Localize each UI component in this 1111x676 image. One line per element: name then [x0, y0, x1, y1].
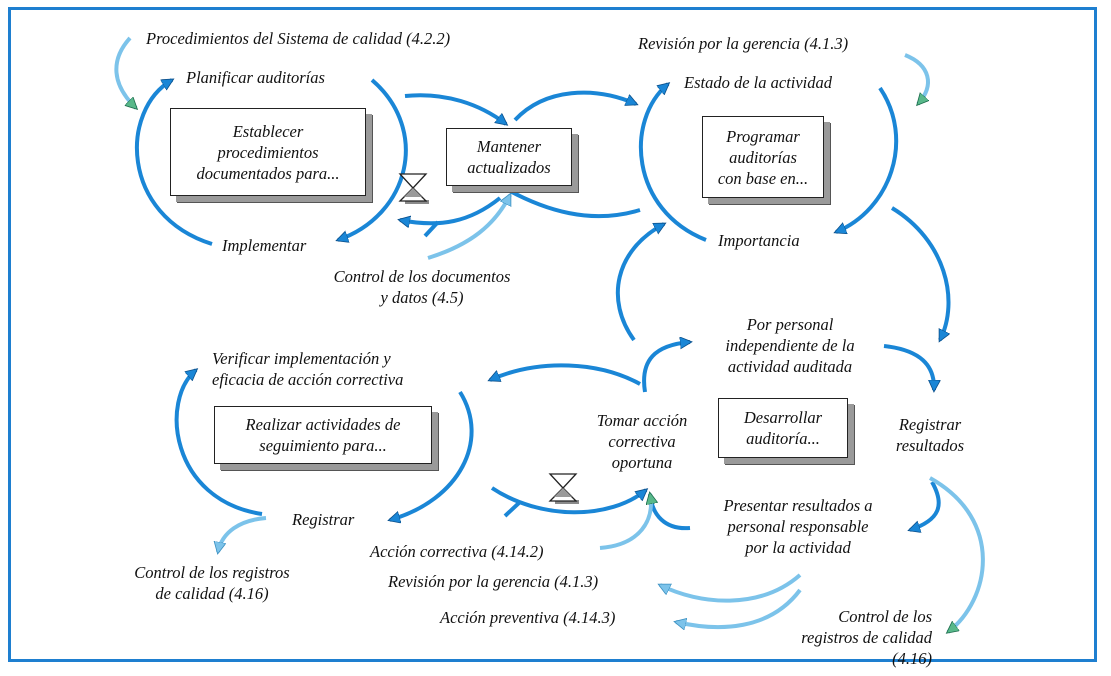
arrow-importancia-to-mantener: [507, 188, 641, 219]
arrow-tick-2: [503, 500, 522, 518]
diagram-frame: [8, 7, 1097, 662]
arrow-proc-sistema-in: [114, 36, 136, 108]
hourglass-icon: [548, 473, 579, 504]
label-verificar-line1: Verificar implementación y: [212, 349, 391, 368]
label-revision-gerencia-bottom: Revisión por la gerencia (4.1.3): [388, 572, 599, 591]
hourglass-icon: [398, 173, 429, 204]
label-control-registros-left: Control de los registros de calidad (4.1…: [108, 562, 316, 604]
label-control-registros-left-line2: de calidad (4.16): [155, 584, 269, 603]
arrow-to-presentar: [910, 481, 941, 530]
label-tomar-line2: correctiva: [608, 432, 676, 451]
arrow-presentar-to-tomar: [648, 493, 691, 531]
box-programar: Programar auditorías con base en...: [702, 116, 824, 198]
label-por-personal-line1: Por personal: [746, 315, 834, 334]
box-mantener-line2: actualizados: [467, 158, 551, 177]
arrow-bottom-to-tomar: [490, 486, 646, 515]
label-control-registros-right-line3: (4.16): [892, 649, 932, 668]
label-verificar-line2: eficacia de acción correctiva: [212, 370, 404, 389]
label-control-documentos-line2: y datos (4.5): [380, 288, 464, 307]
box-realizar-line1: Realizar actividades de: [245, 415, 401, 434]
arrow-tick-1: [423, 220, 440, 238]
label-presentar-line1: Presentar resultados a: [723, 496, 873, 515]
box-realizar: Realizar actividades de seguimiento para…: [214, 406, 432, 464]
label-revision-gerencia-top: Revisión por la gerencia (4.1.3): [638, 34, 849, 53]
arrow-revision-bottom-out: [660, 573, 802, 603]
label-presentar-line3: por la actividad: [745, 538, 851, 557]
box-mantener: Mantener actualizados: [446, 128, 572, 186]
label-accion-preventiva: Acción preventiva (4.14.3): [440, 608, 616, 627]
arrow-control-docs-in: [427, 195, 512, 260]
arrow-top-to-mantener: [404, 93, 506, 124]
box-programar-line1: Programar: [726, 126, 800, 146]
arrow-programar-to-desarrollar: [890, 206, 951, 340]
label-registrar-resultados-line2: resultados: [895, 436, 965, 455]
label-tomar-line1: Tomar acción: [596, 411, 688, 430]
label-por-personal-line3: actividad auditada: [727, 357, 853, 376]
box-programar-line3: con base en...: [717, 168, 809, 188]
box-desarrollar: Desarrollar auditoría...: [718, 398, 848, 458]
label-implementar: Implementar: [222, 236, 307, 255]
arrow-to-registrar-resultados: [883, 344, 934, 390]
arrow-accion-preventiva-out: [676, 588, 802, 627]
box-desarrollar-line1: Desarrollar: [743, 408, 823, 427]
box-programar-line2: auditorías: [729, 147, 797, 167]
label-control-registros-right: Control de los registros de calidad (4.1…: [766, 606, 932, 669]
arrow-mantener-to-left: [400, 196, 502, 223]
label-procedimientos-sistema: Procedimientos del Sistema de calidad (4…: [146, 29, 451, 48]
arrow-accion-correctiva-in: [599, 494, 651, 550]
label-control-registros-left-line1: Control de los registros: [134, 563, 290, 582]
label-por-personal: Por personal independiente de la activid…: [700, 314, 880, 377]
label-control-documentos: Control de los documentos y datos (4.5): [306, 266, 538, 308]
label-estado-actividad: Estado de la actividad: [684, 73, 833, 92]
label-control-registros-right-line2: registros de calidad: [801, 628, 932, 647]
label-registrar-resultados-line1: Registrar: [898, 415, 962, 434]
arrow-control-reg-right: [929, 476, 985, 632]
arrow-planificar-to-implementar: [338, 78, 408, 240]
label-por-personal-line2: independiente de la: [725, 336, 855, 355]
box-desarrollar-line2: auditoría...: [746, 429, 820, 448]
label-presentar-line2: personal responsable: [727, 517, 869, 536]
box-realizar-line2: seguimiento para...: [259, 436, 387, 455]
arrow-verificar-to-registrar: [390, 390, 474, 520]
label-importancia: Importancia: [718, 231, 800, 250]
arrow-estado-to-importancia: [836, 86, 899, 232]
label-registrar-resultados: Registrar resultados: [880, 414, 980, 456]
label-control-registros-right-line1: Control de los: [838, 607, 932, 626]
arrow-desarrollar-to-importancia: [615, 222, 664, 342]
label-registrar: Registrar: [292, 510, 355, 529]
label-presentar-resultados: Presentar resultados a personal responsa…: [692, 495, 904, 558]
arrow-top-to-estado: [513, 90, 636, 122]
label-accion-correctiva: Acción correctiva (4.14.2): [370, 542, 544, 561]
label-tomar-accion: Tomar acción correctiva oportuna: [582, 410, 702, 473]
arrow-registrar-to-verificar: [174, 370, 263, 516]
box-establecer: Establecer procedimientos documentados p…: [170, 108, 366, 196]
arrow-importancia-to-estado: [639, 84, 707, 242]
box-establecer-line2: procedimientos: [217, 142, 319, 162]
box-establecer-line1: Establecer: [232, 121, 304, 141]
arrow-tomar-to-verificar: [490, 363, 641, 386]
arrow-control-reg-left: [218, 516, 267, 552]
label-verificar-implementacion: Verificar implementación y eficacia de a…: [212, 348, 403, 390]
label-planificar-auditorias: Planificar auditorías: [186, 68, 325, 87]
label-tomar-line3: oportuna: [611, 453, 673, 472]
box-establecer-line3: documentados para...: [196, 163, 340, 183]
label-control-documentos-line1: Control de los documentos: [333, 267, 511, 286]
arrow-tomar-to-por-personal: [642, 342, 690, 393]
arrow-revision-top-in: [904, 53, 930, 104]
arrow-implementar-to-planificar: [135, 78, 213, 246]
box-mantener-line1: Mantener: [476, 137, 542, 156]
